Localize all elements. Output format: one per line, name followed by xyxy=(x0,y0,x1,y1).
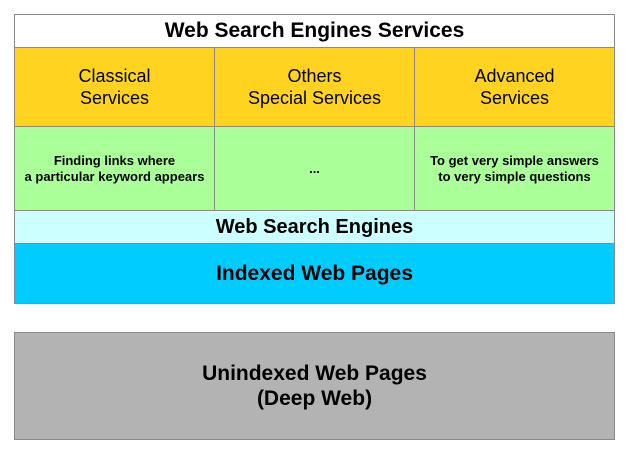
services-row: Classical Services Others Special Servic… xyxy=(14,47,615,127)
description-others-special: ... xyxy=(214,126,415,211)
web-search-engines-layer: Web Search Engines xyxy=(14,210,615,244)
unindexed-web-pages-layer: Unindexed Web Pages (Deep Web) xyxy=(14,332,615,440)
indexed-web-pages-layer: Indexed Web Pages xyxy=(14,243,615,304)
description-classical: Finding links where a particular keyword… xyxy=(14,126,215,211)
service-advanced: Advanced Services xyxy=(414,47,615,127)
service-others-special: Others Special Services xyxy=(214,47,415,127)
description-advanced: To get very simple answers to very simpl… xyxy=(414,126,615,211)
descriptions-row: Finding links where a particular keyword… xyxy=(14,126,615,211)
service-classical: Classical Services xyxy=(14,47,215,127)
diagram-title: Web Search Engines Services xyxy=(14,14,615,48)
